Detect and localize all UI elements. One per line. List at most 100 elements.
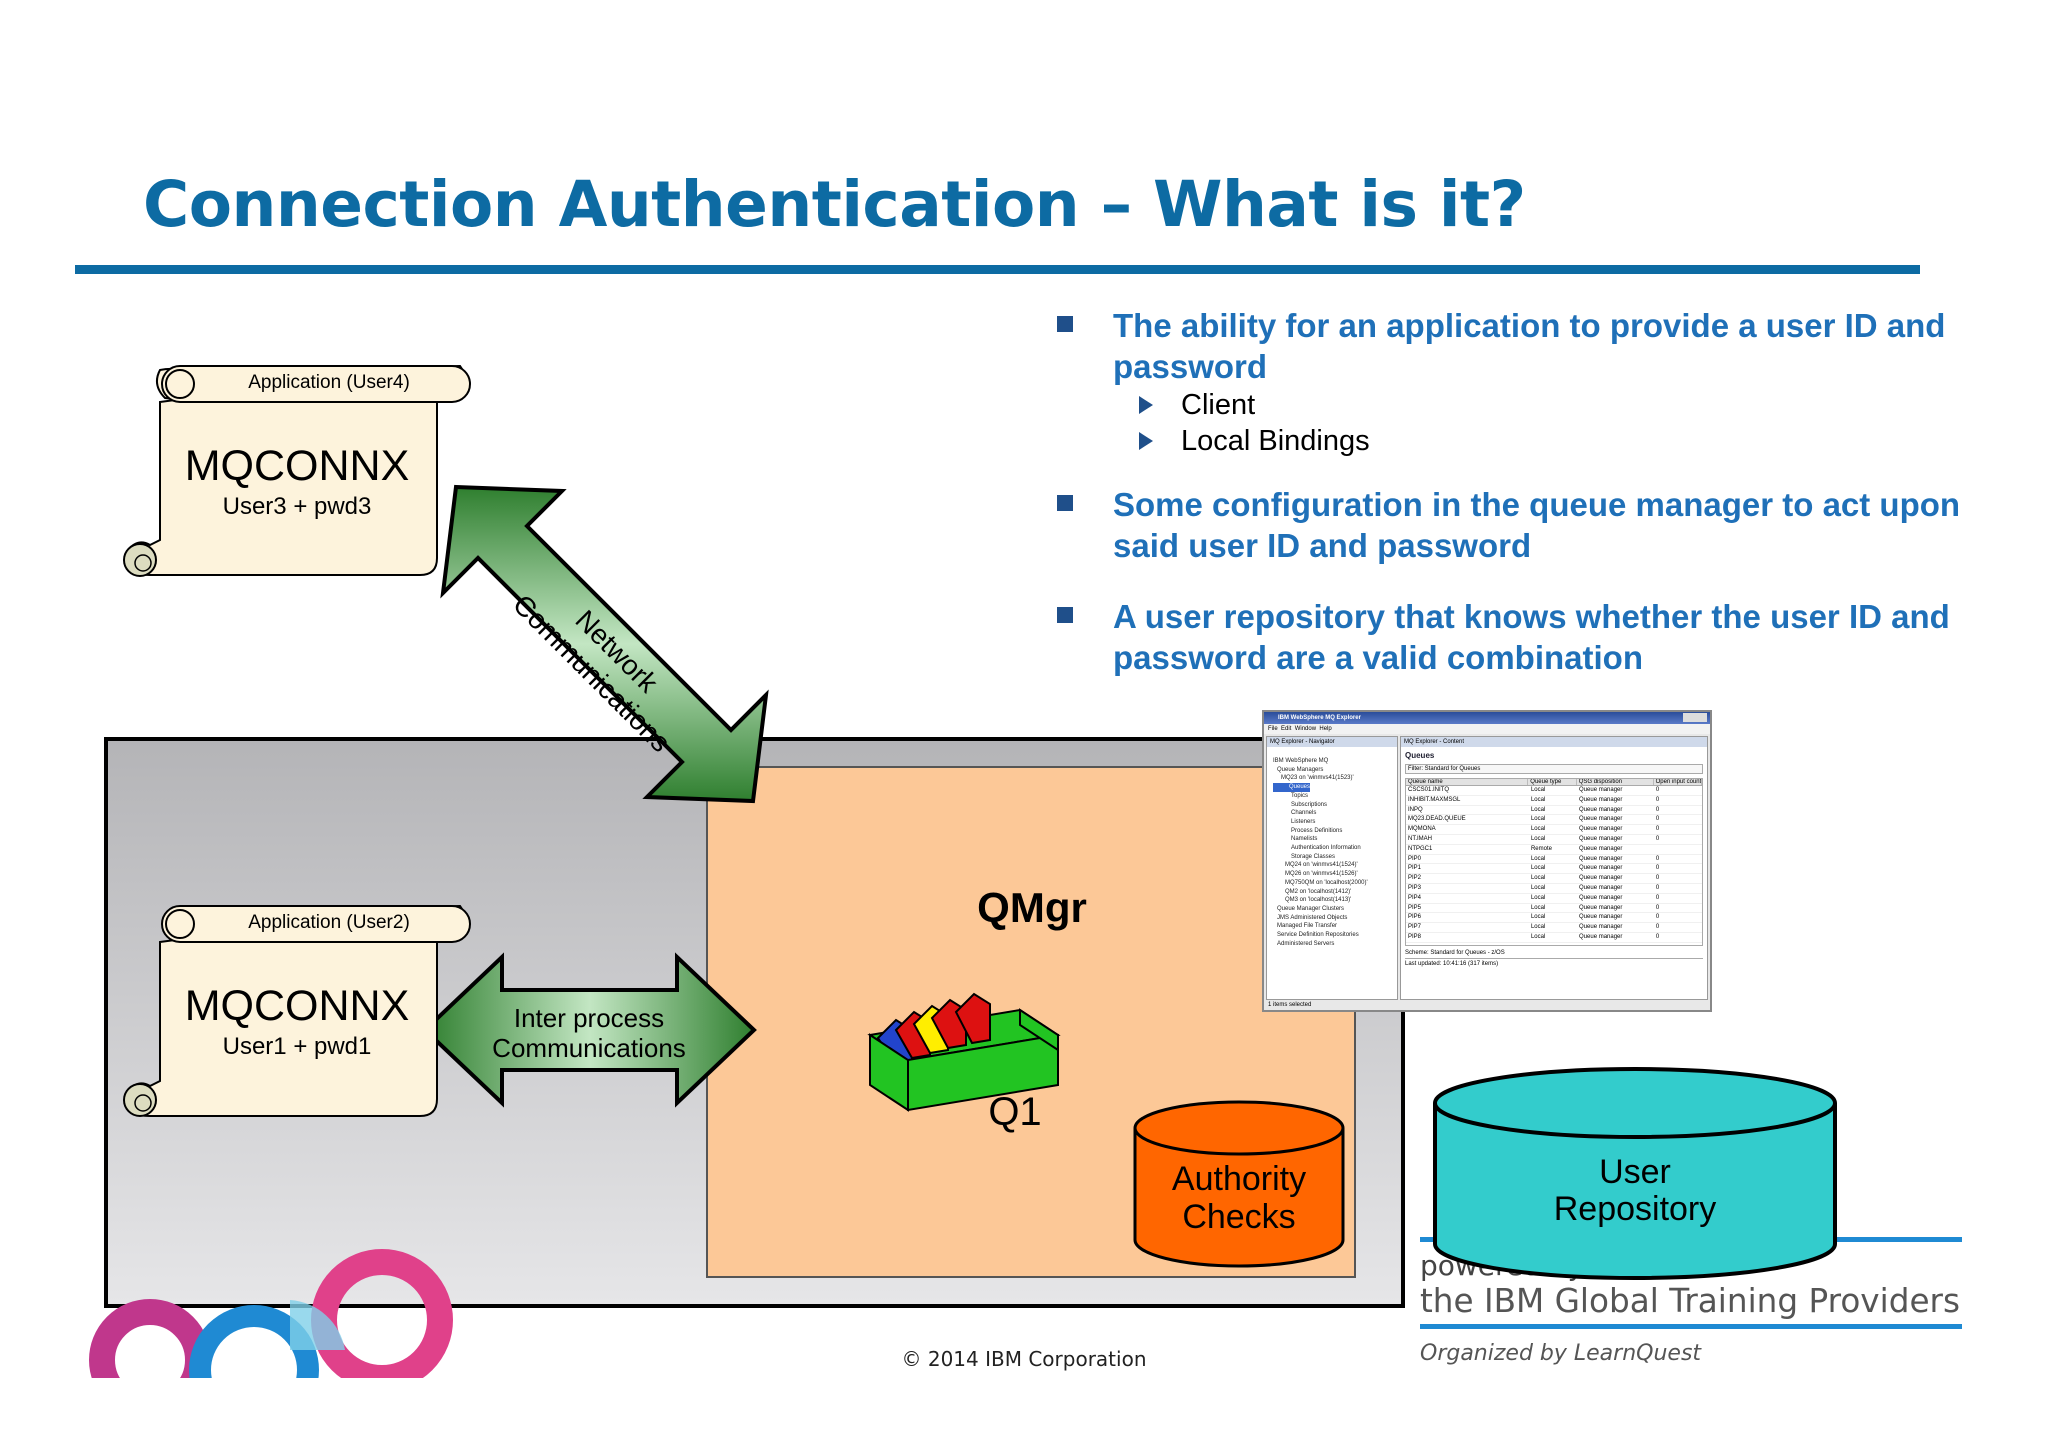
column-header[interactable]: Open input count [1655, 779, 1702, 785]
table-cell: Local [1530, 914, 1546, 921]
table-cell: 0 [1655, 855, 1660, 862]
table-cell: PIP2 [1408, 875, 1422, 882]
tree-item[interactable]: Authentication Information [1291, 845, 1361, 852]
tree-item[interactable]: Listeners [1291, 818, 1316, 825]
table-cell: Queue manager [1579, 904, 1623, 911]
app-bottom-title: MQCONNX [185, 982, 410, 1030]
tree-item[interactable]: MQ23 on 'winmvs41(1523)' [1281, 775, 1354, 782]
tree-item[interactable]: MQ24 on 'winmvs41(1524)' [1285, 862, 1358, 869]
table-cell: PIP8 [1408, 933, 1422, 940]
bullet-item: The ability for an application to provid… [1055, 305, 1985, 387]
table-cell: PIP0 [1408, 855, 1422, 862]
table-cell: Local [1530, 855, 1546, 862]
tree-item[interactable]: Channels [1291, 810, 1317, 817]
table-cell: 0 [1655, 826, 1660, 833]
table-cell: Queue manager [1579, 884, 1623, 891]
content-tab: MQ Explorer - Content [1401, 737, 1707, 747]
slide-title: Connection Authentication – What is it? [143, 168, 1526, 241]
filter-box: Filter: Standard for Queues [1405, 764, 1703, 774]
tree-item[interactable]: Namelists [1291, 836, 1318, 843]
tree-item[interactable]: Subscriptions [1291, 801, 1328, 808]
tree-item[interactable]: Storage Classes [1291, 853, 1336, 860]
tree-item[interactable]: Queue Managers [1277, 766, 1324, 773]
explorer-titlebar: IBM WebSphere MQ Explorer [1264, 712, 1710, 724]
queue-tray-icon [867, 992, 1061, 1112]
table-cell: Queue manager [1579, 796, 1623, 803]
tree-item[interactable]: Process Definitions [1291, 827, 1343, 834]
tree-item[interactable]: Administered Servers [1277, 940, 1335, 947]
column-header[interactable]: Queue name [1406, 779, 1529, 785]
table-cell: Local [1530, 806, 1546, 813]
table-cell: NT.IMAH [1408, 835, 1432, 842]
tree-item[interactable]: MQ750QM on 'localhost(2000)' [1285, 879, 1368, 886]
table-cell: Local [1530, 924, 1546, 931]
tree-item[interactable]: Topics [1291, 792, 1309, 799]
column-header[interactable]: QSG disposition [1577, 779, 1654, 785]
table-cell: Local [1530, 835, 1546, 842]
tree-item[interactable]: QM3 on 'localhost(1413)' [1285, 897, 1352, 904]
app-top-creds: User3 + pwd3 [223, 493, 372, 520]
tree-item[interactable]: Service Definition Repositories [1277, 932, 1359, 939]
table-cell: Local [1530, 884, 1546, 891]
table-cell: INHIBIT.MAXMSGL [1408, 796, 1461, 803]
copyright-footer: © 2014 IBM Corporation [901, 1347, 1147, 1371]
bullet-text: The ability for an application to provid… [1113, 307, 1946, 385]
tree-item[interactable]: Managed File Transfer [1277, 923, 1338, 930]
title-underline [75, 265, 1920, 274]
tree-item[interactable]: Queue Manager Clusters [1277, 905, 1345, 912]
column-header[interactable]: Queue type [1528, 779, 1577, 785]
table-cell: Local [1530, 875, 1546, 882]
tree-item[interactable]: JMS Administered Objects [1277, 914, 1348, 921]
table-cell: 0 [1655, 894, 1660, 901]
mq-explorer-screenshot: IBM WebSphere MQ Explorer File Edit Wind… [1262, 710, 1712, 1012]
table-cell: 0 [1655, 924, 1660, 931]
table-cell: Queue manager [1579, 875, 1623, 882]
table-cell: 0 [1655, 914, 1660, 921]
triangle-bullet-icon [1139, 432, 1153, 450]
table-cell: Queue manager [1579, 845, 1623, 852]
table-cell: 0 [1655, 796, 1660, 803]
table-cell: PIP6 [1408, 914, 1422, 921]
tree-item[interactable]: Queues [1273, 783, 1311, 792]
table-row[interactable]: PIP2 Local Queue manager 0 [1406, 874, 1702, 884]
table-cell: 0 [1655, 875, 1660, 882]
queue-label: Q1 [988, 1090, 1041, 1134]
user-repository-cylinder [1433, 1067, 1837, 1280]
branding-line3: Organized by LearnQuest [1420, 1341, 1702, 1366]
table-cell: Local [1530, 816, 1546, 823]
table-cell: MQMONA [1408, 826, 1436, 833]
table-cell [1654, 845, 1702, 854]
tree-item[interactable]: IBM WebSphere MQ [1273, 758, 1329, 764]
table-cell: Local [1530, 787, 1546, 793]
last-updated-text: Last updated: 10:41:16 (317 items) [1405, 958, 1703, 967]
scheme-text: Scheme: Standard for Queues - z/OS [1405, 950, 1505, 956]
table-cell: 0 [1655, 806, 1660, 813]
table-cell: Local [1530, 826, 1546, 833]
tree-item[interactable]: QM2 on 'localhost(1412)' [1285, 888, 1352, 895]
ipc-label-line2: Communications [492, 1033, 686, 1063]
table-cell: 0 [1655, 835, 1660, 842]
status-text: 1 items selected [1268, 1002, 1312, 1008]
bullet-text: Some configuration in the queue manager … [1113, 486, 1961, 564]
table-cell: 0 [1655, 884, 1660, 891]
tree-item[interactable]: MQ26 on 'winmvs41(1526)' [1285, 871, 1358, 878]
table-cell: 0 [1655, 865, 1660, 872]
table-cell: 0 [1655, 816, 1660, 823]
